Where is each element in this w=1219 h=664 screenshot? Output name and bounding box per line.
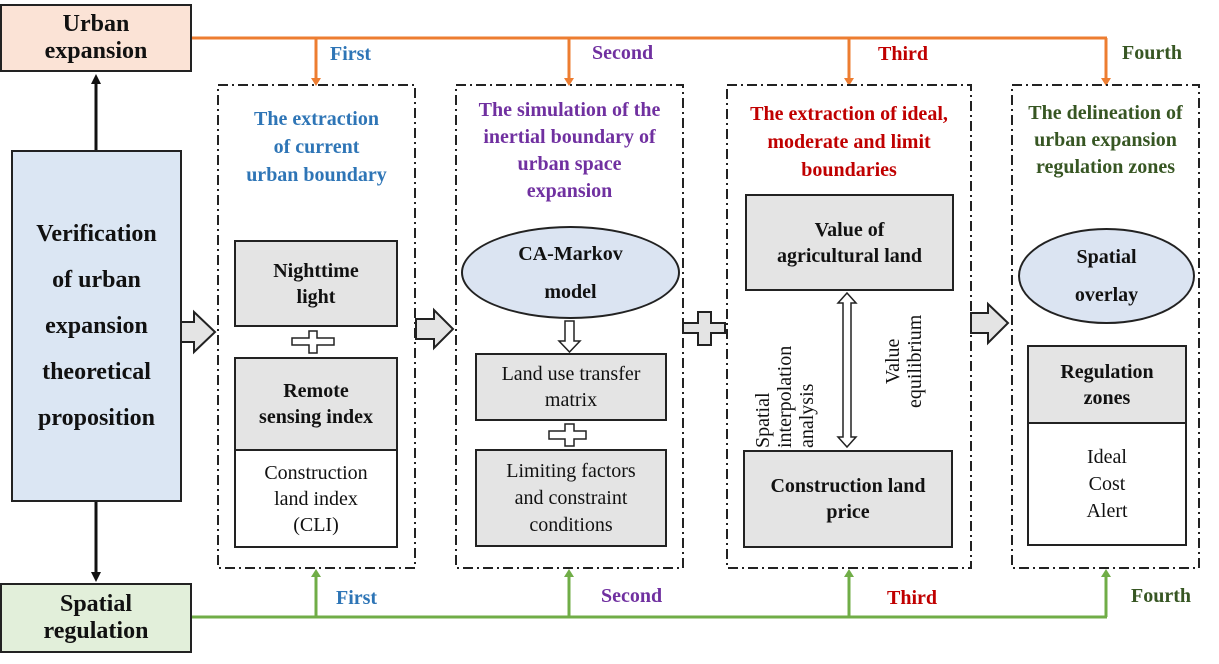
construction-price-line2: price bbox=[826, 501, 870, 523]
stage1-title-line2: of current bbox=[273, 136, 360, 158]
spatial-overlay-ellipse: Spatial overlay bbox=[1018, 228, 1195, 324]
step-label-top-third: Third bbox=[878, 43, 929, 65]
spatial-overlay-line1: Spatial bbox=[1076, 246, 1137, 268]
limiting-factors-box: Limiting factors and constraint conditio… bbox=[475, 449, 667, 547]
remote-sensing-line2: sensing index bbox=[259, 406, 373, 428]
arrowhead-verify-to-spatial bbox=[91, 572, 101, 582]
arrowhead-stage3-bottom bbox=[844, 569, 854, 577]
value-equilibrium-label: Value equilibrium bbox=[882, 315, 926, 408]
zone-type-alert: Alert bbox=[1086, 499, 1128, 522]
verification-line1: Verification bbox=[36, 221, 157, 247]
spatial-interpolation-line1: Spatial bbox=[752, 392, 774, 448]
zone-type-cost: Cost bbox=[1088, 472, 1126, 495]
stage4-border bbox=[1011, 84, 1200, 569]
stage4-title-line3: regulation zones bbox=[1035, 156, 1176, 178]
nighttime-light-line2: light bbox=[296, 285, 336, 308]
verification-line5: proposition bbox=[38, 405, 155, 431]
spatial-overlay-line2: overlay bbox=[1074, 284, 1139, 306]
spatial-interpolation-line2: interpolation bbox=[774, 345, 796, 448]
cli-line2: land index bbox=[274, 487, 358, 510]
spatial-regulation-label-line1: Spatial bbox=[59, 591, 133, 617]
stage2-title-line1: The simulation of the bbox=[478, 99, 661, 121]
spatial-interpolation-label: Spatial interpolation analysis bbox=[752, 346, 818, 448]
value-agri-line1: Value of bbox=[814, 218, 885, 241]
ca-markov-line2: model bbox=[544, 280, 597, 303]
arrowhead-verify-to-urban bbox=[91, 74, 101, 84]
cli-line1: Construction bbox=[264, 461, 368, 484]
step-label-top-second: Second bbox=[592, 42, 654, 64]
cli-box: Construction land index (CLI) bbox=[234, 449, 398, 548]
stage4-title-line2: urban expansion bbox=[1034, 129, 1177, 151]
plus-icon-stage2 bbox=[548, 423, 587, 447]
double-arrow-stage3 bbox=[836, 291, 858, 449]
arrowhead-stage3-top bbox=[844, 78, 854, 86]
stage2-title-line3: urban space bbox=[517, 153, 622, 175]
regulation-zones-line1: Regulation bbox=[1060, 360, 1154, 383]
nighttime-light-line1: Nighttime bbox=[273, 259, 359, 282]
value-agricultural-land-box: Value of agricultural land bbox=[745, 194, 954, 291]
spatial-regulation-label-line2: regulation bbox=[43, 618, 149, 644]
verification-box: Verification of urban expansion theoreti… bbox=[11, 150, 182, 502]
stage1-title-line1: The extraction bbox=[254, 108, 379, 130]
arrowhead-stage4-bottom bbox=[1101, 569, 1111, 577]
stage4-title: The delineation of urban expansion regul… bbox=[1014, 100, 1197, 181]
step-label-top-fourth: Fourth bbox=[1122, 42, 1182, 64]
ca-markov-model-ellipse: CA-Markov model bbox=[461, 226, 680, 319]
urban-expansion-label-line2: expansion bbox=[44, 38, 148, 64]
land-use-line1: Land use transfer bbox=[501, 363, 641, 385]
construction-price-line1: Construction land bbox=[770, 475, 926, 497]
stage3-title: The extraction of ideal, moderate and li… bbox=[729, 100, 969, 184]
regulation-zones-box: Regulation zones bbox=[1027, 345, 1187, 424]
spatial-regulation-box: Spatial regulation bbox=[0, 583, 192, 653]
regulation-zones-line2: zones bbox=[1083, 386, 1131, 409]
arrowhead-stage2-bottom bbox=[564, 569, 574, 577]
stage4-title-line1: The delineation of bbox=[1028, 102, 1183, 124]
stage3-title-line1: The extraction of ideal, bbox=[750, 103, 948, 125]
arrowhead-stage1-bottom bbox=[311, 569, 321, 577]
arrowhead-stage2-top bbox=[564, 78, 574, 86]
construction-land-price-box: Construction land price bbox=[743, 450, 953, 548]
stage3-title-line2: moderate and limit bbox=[767, 131, 931, 153]
stage2-title-line2: inertial boundary of bbox=[483, 126, 656, 148]
step-label-bottom-first: First bbox=[336, 587, 378, 609]
cli-line3: (CLI) bbox=[293, 513, 339, 536]
land-use-transfer-matrix-box: Land use transfer matrix bbox=[475, 353, 667, 421]
spatial-interpolation-line3: analysis bbox=[796, 383, 818, 448]
stage2-title-line4: expansion bbox=[526, 180, 613, 202]
stage2-title: The simulation of the inertial boundary … bbox=[458, 97, 681, 205]
stage1-title-line3: urban boundary bbox=[246, 164, 387, 186]
zone-types-box: Ideal Cost Alert bbox=[1027, 422, 1187, 546]
step-label-bottom-third: Third bbox=[887, 587, 938, 609]
value-equilibrium-line1: Value bbox=[882, 338, 904, 385]
block-arrow-stage3-to-stage4 bbox=[970, 301, 1010, 346]
block-arrow-verify-to-stage1 bbox=[180, 309, 217, 355]
arrowhead-stage4-top bbox=[1101, 78, 1111, 86]
limiting-factors-line2: and constraint bbox=[514, 486, 628, 509]
plus-icon-stage1 bbox=[291, 330, 335, 354]
verification-line2: of urban bbox=[52, 267, 141, 293]
remote-sensing-line1: Remote bbox=[283, 380, 349, 402]
land-use-line2: matrix bbox=[544, 389, 598, 411]
block-arrow-stage1-to-stage2 bbox=[415, 307, 455, 351]
value-equilibrium-line2: equilibrium bbox=[904, 314, 926, 408]
stage1-title: The extraction of current urban boundary bbox=[220, 105, 413, 189]
arrowhead-stage1-top bbox=[311, 78, 321, 86]
zone-type-ideal: Ideal bbox=[1087, 445, 1127, 468]
plus-stage2-to-stage3 bbox=[682, 311, 726, 346]
nighttime-light-box: Nighttime light bbox=[234, 240, 398, 327]
verification-line4: theoretical bbox=[42, 359, 151, 385]
limiting-factors-line3: conditions bbox=[529, 513, 613, 536]
down-arrow-stage2 bbox=[557, 320, 582, 354]
verification-line3: expansion bbox=[45, 313, 148, 339]
limiting-factors-line1: Limiting factors bbox=[506, 459, 636, 482]
urban-expansion-box: Urban expansion bbox=[0, 4, 192, 72]
ca-markov-line1: CA-Markov bbox=[518, 242, 623, 265]
remote-sensing-index-box: Remote sensing index bbox=[234, 357, 398, 451]
value-agri-line2: agricultural land bbox=[776, 244, 922, 267]
urban-expansion-label-line1: Urban bbox=[62, 11, 130, 37]
step-label-bottom-fourth: Fourth bbox=[1131, 585, 1191, 607]
step-label-top-first: First bbox=[330, 43, 372, 65]
stage3-title-line3: boundaries bbox=[801, 159, 897, 181]
step-label-bottom-second: Second bbox=[601, 585, 663, 607]
